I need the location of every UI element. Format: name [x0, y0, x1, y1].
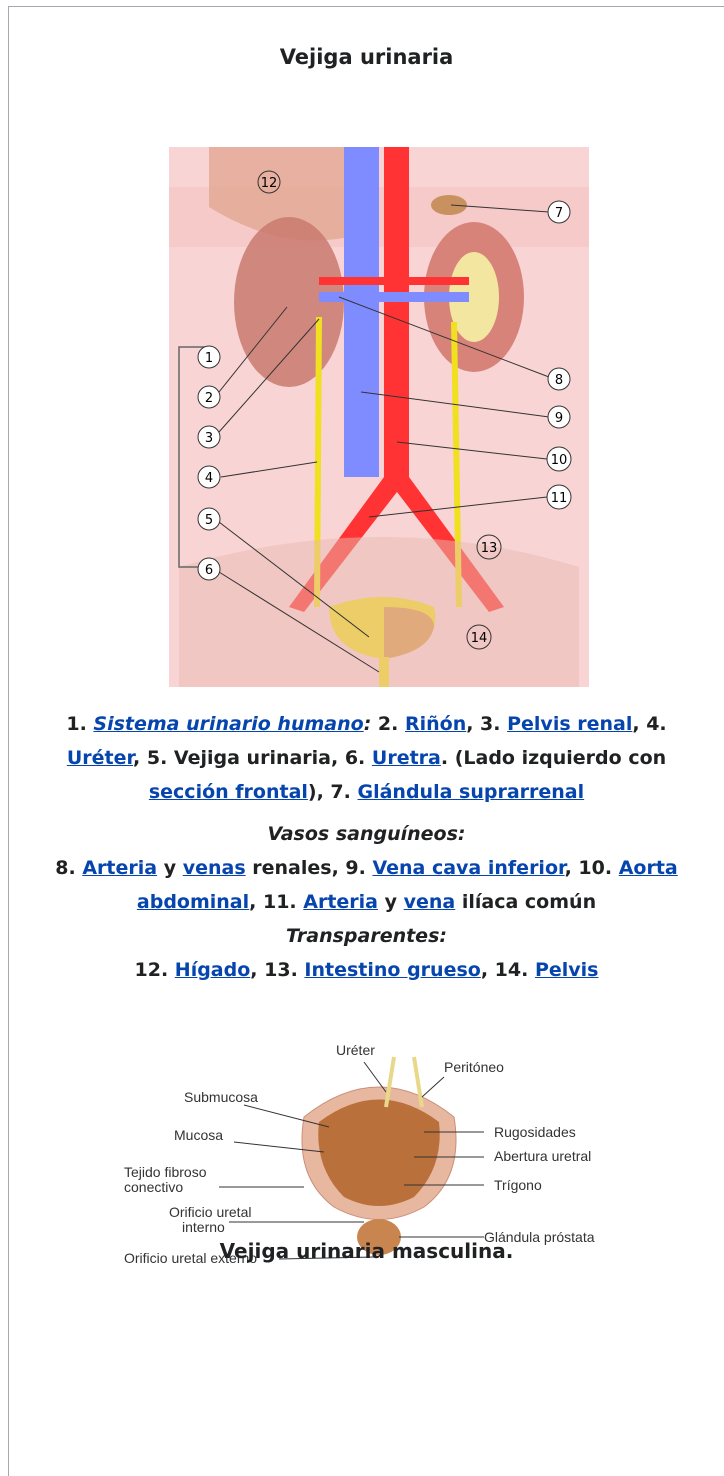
caption-text: , 10. — [565, 857, 619, 879]
transparentes-section: Transparentes: 12. Hígado, 13. Intestino… — [9, 919, 724, 987]
label-4: 4 — [205, 471, 213, 486]
label-rugosidades: Rugosidades — [494, 1124, 576, 1140]
label-11: 11 — [551, 491, 568, 506]
caption-text: 1. — [66, 713, 93, 735]
link-seccion-frontal[interactable]: sección frontal — [149, 781, 308, 803]
label-tejido: Tejido fibroso — [124, 1164, 207, 1180]
label-5: 5 — [205, 513, 213, 528]
link-higado[interactable]: Hígado — [175, 959, 251, 981]
caption-text: , 3. — [466, 713, 507, 735]
caption-text: , 5. Vejiga urinaria, 6. — [133, 747, 372, 769]
caption-text: 12. — [135, 959, 175, 981]
caption-text: ), 7. — [308, 781, 358, 803]
renal-vein-shape — [319, 292, 469, 302]
link-pelvis[interactable]: Pelvis — [535, 959, 599, 981]
infobox-title: Vejiga urinaria — [9, 45, 724, 69]
renal-artery-shape — [319, 277, 469, 285]
label-peritoneo: Peritóneo — [444, 1059, 504, 1075]
caption-text: y — [157, 857, 183, 879]
label-conectivo: conectivo — [124, 1179, 183, 1195]
label-interno: interno — [182, 1219, 225, 1235]
label-trigono: Trígono — [494, 1177, 542, 1193]
vasos-section: Vasos sanguíneos: 8. Arteria y venas ren… — [9, 817, 724, 919]
label-3: 3 — [205, 431, 213, 446]
label-6: 6 — [205, 563, 213, 578]
link-vena[interactable]: vena — [404, 891, 456, 913]
vena-cava-shape — [344, 147, 379, 477]
caption-text: , 13. — [250, 959, 304, 981]
caption-legend: 1. Sistema urinario humano: 2. Riñón, 3.… — [9, 707, 724, 809]
link-sistema-urinario[interactable]: Sistema urinario humano — [93, 713, 363, 735]
caption-text: , 4. — [632, 713, 666, 735]
label-12: 12 — [261, 176, 278, 191]
link-pelvis-renal[interactable]: Pelvis renal — [507, 713, 632, 735]
label-9: 9 — [555, 411, 563, 426]
label-8: 8 — [555, 373, 563, 388]
label-submucosa: Submucosa — [184, 1089, 258, 1105]
label-abertura: Abertura uretral — [494, 1148, 591, 1164]
label-1: 1 — [205, 351, 213, 366]
caption-text: . (Lado izquierdo con — [441, 747, 666, 769]
caption-text: 2. — [371, 713, 405, 735]
pelvis-shape — [179, 537, 579, 687]
link-uretra[interactable]: Uretra — [372, 747, 441, 769]
link-abdominal[interactable]: abdominal — [137, 891, 249, 913]
label-mucosa: Mucosa — [174, 1127, 223, 1143]
link-intestino-grueso[interactable]: Intestino grueso — [304, 959, 480, 981]
transparentes-heading: Transparentes: — [9, 919, 724, 953]
caption-text: y — [378, 891, 404, 913]
label-10: 10 — [551, 453, 568, 468]
vasos-heading: Vasos sanguíneos: — [9, 817, 724, 851]
caption-text: ilíaca común — [455, 891, 596, 913]
link-aorta[interactable]: Aorta — [619, 857, 678, 879]
link-glandula-suprarrenal[interactable]: Glándula suprarrenal — [357, 781, 584, 803]
label-14: 14 — [471, 631, 488, 646]
adrenal-gland-shape — [431, 195, 467, 215]
urinary-system-diagram[interactable]: 12 7 1 2 3 8 9 10 4 11 5 13 6 14 — [169, 147, 589, 687]
link-ureter[interactable]: Uréter — [67, 747, 133, 769]
caption-text: 8. — [55, 857, 82, 879]
label-2: 2 — [205, 391, 213, 406]
link-vena-cava[interactable]: Vena cava inferior — [372, 857, 564, 879]
label-13: 13 — [481, 541, 498, 556]
callout-1: 1 — [198, 346, 220, 368]
label-7: 7 — [555, 206, 563, 221]
bottom-caption: Vejiga urinaria masculina. — [9, 1239, 724, 1263]
caption-text: renales, 9. — [246, 857, 373, 879]
male-bladder-diagram[interactable]: Uréter Peritóneo Submucosa Mucosa Rugosi… — [124, 1037, 634, 1329]
label-orificio-int: Orificio uretal — [169, 1204, 251, 1220]
link-venas[interactable]: venas — [183, 857, 246, 879]
label-ureter: Uréter — [336, 1042, 375, 1058]
aorta-shape — [384, 147, 409, 477]
link-arteria-iliaca[interactable]: Arteria — [303, 891, 378, 913]
link-arteria[interactable]: Arteria — [82, 857, 157, 879]
infobox: Vejiga urinaria 12 7 — [8, 6, 724, 1476]
caption-text: , 14. — [481, 959, 535, 981]
link-rinon[interactable]: Riñón — [405, 713, 466, 735]
caption-text: , 11. — [249, 891, 303, 913]
